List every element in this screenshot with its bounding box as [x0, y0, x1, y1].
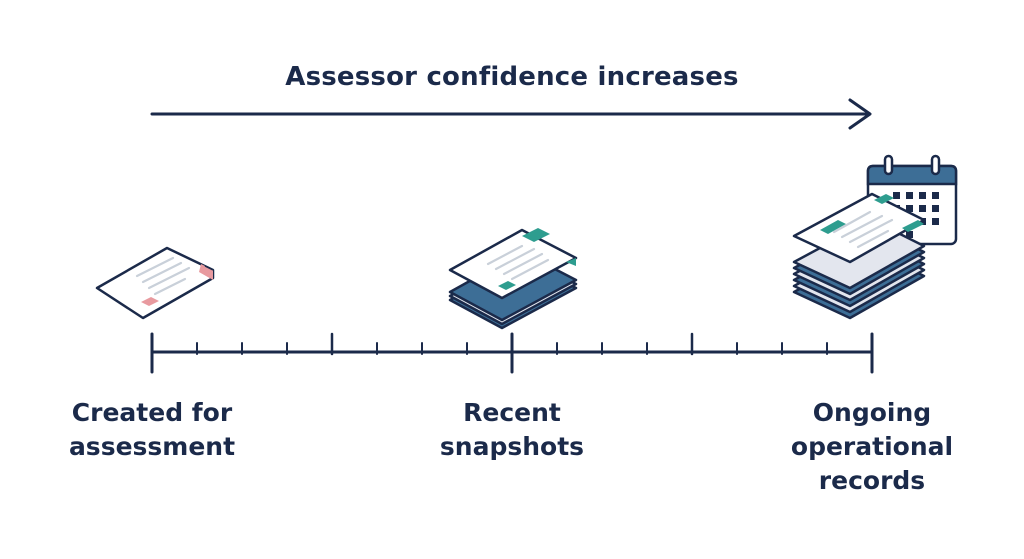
large-document-stack-icon — [792, 192, 926, 320]
stage-label-line: Recent — [463, 398, 561, 427]
stage-label-line: Created for — [71, 398, 233, 427]
stage-label-created-for-assessment: Created for assessment — [32, 396, 272, 464]
stage-label-line: operational — [790, 432, 954, 461]
stage-label-line: assessment — [68, 432, 236, 461]
timeline-axis — [150, 332, 874, 374]
stage-label-ongoing-operational-records: Ongoing operational records — [752, 396, 992, 498]
document-stack-icon — [448, 228, 578, 330]
stage-label-line: records — [818, 466, 926, 495]
arrow-label: Assessor confidence increases — [285, 62, 739, 92]
stage-label-line: snapshots — [439, 432, 585, 461]
arrow-right-icon — [150, 98, 872, 130]
single-document-icon — [95, 246, 215, 320]
stage-label-recent-snapshots: Recent snapshots — [392, 396, 632, 464]
stage-label-line: Ongoing — [812, 398, 932, 427]
